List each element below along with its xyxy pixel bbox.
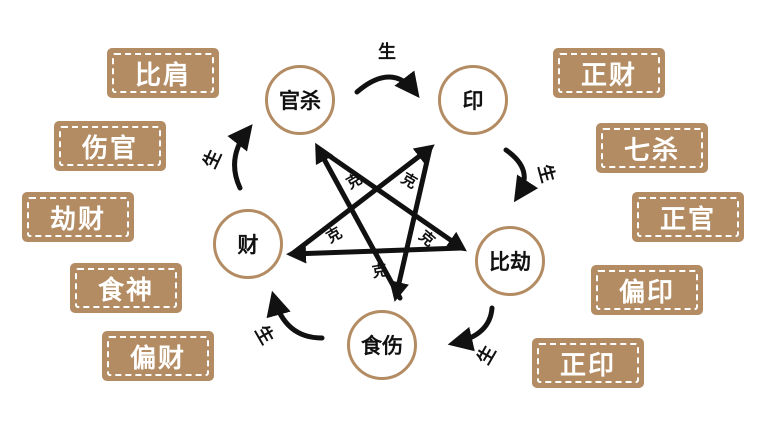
overcome-label-1: 克 <box>343 170 365 193</box>
overcome-arrow-4 <box>289 144 435 257</box>
right-tag-1: 正财 <box>553 48 665 98</box>
node-shishang: 食伤 <box>347 310 417 380</box>
overcome-arrow-3 <box>286 243 465 264</box>
left-tag-1: 比肩 <box>107 48 219 98</box>
node-bijie: 比劫 <box>475 226 545 296</box>
generate-arrow-3 <box>447 305 495 352</box>
generate-label-2: 生 <box>533 162 559 185</box>
generate-label-1: 生 <box>378 41 396 63</box>
generate-label-4: 生 <box>250 322 278 349</box>
left-tag-3: 劫财 <box>22 192 134 242</box>
overcome-arrow-1 <box>315 142 403 301</box>
node-cai: 财 <box>213 209 283 279</box>
overcome-arrow-2 <box>315 145 467 252</box>
left-tag-2: 伤官 <box>54 121 166 171</box>
overcome-label-5: 克 <box>371 261 389 281</box>
right-tag-5: 正印 <box>532 338 644 388</box>
right-tag-4: 偏印 <box>591 265 703 315</box>
generate-label-5: 生 <box>199 146 227 172</box>
generate-arrow-2 <box>503 147 539 203</box>
generate-arrow-4 <box>266 290 325 341</box>
left-tag-4: 食神 <box>70 263 182 313</box>
generate-arrow-1 <box>354 70 420 98</box>
generate-arrow-5 <box>227 124 253 191</box>
right-tag-2: 七杀 <box>596 123 708 173</box>
node-guansha: 官杀 <box>265 65 335 135</box>
right-tag-3: 正官 <box>632 192 744 242</box>
overcome-arrow-5 <box>389 145 433 302</box>
generate-label-3: 生 <box>472 342 500 369</box>
left-tag-5: 偏财 <box>102 331 214 381</box>
node-yin: 印 <box>438 65 508 135</box>
